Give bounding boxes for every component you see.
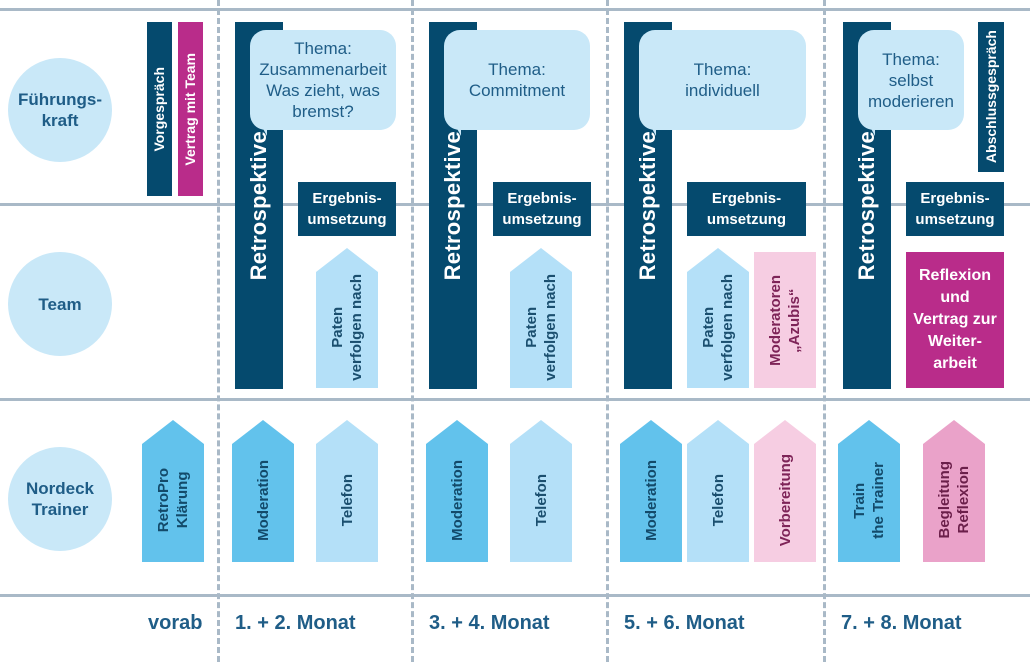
moderatoren-azubis-box: Moderatoren „Azubis“ (754, 252, 816, 388)
moderation-arrow-p2: Moderation (426, 420, 488, 562)
ergebnisumsetzung-box-p4: Ergebnis- umsetzung (906, 182, 1004, 236)
column-label-p3: 5. + 6. Monat (624, 612, 745, 634)
column-label-p1: 1. + 2. Monat (235, 612, 356, 634)
retrospektive-label-p1: Retrospektive (246, 130, 271, 281)
column-label-p4: 7. + 8. Monat (841, 612, 962, 634)
paten-label-p3: Paten verfolgen nach (700, 273, 736, 381)
abschlussgespraech-bar: Abschlussgespräch (978, 22, 1004, 172)
column-divider-3 (606, 0, 609, 662)
column-label-vorab: vorab (148, 612, 203, 634)
telefon-arrow-p2: Telefon (510, 420, 572, 562)
theme-bubble-p1: Thema: Zusammenarbeit Was zieht, was bre… (250, 30, 396, 130)
moderation-arrow-p1: Moderation (232, 420, 294, 562)
moderatoren-azubis-label: Moderatoren „Azubis“ (767, 274, 803, 366)
theme-bubble-p2: Thema: Commitment (444, 30, 590, 130)
telefon-arrow-p3: Telefon (687, 420, 749, 562)
vorgespraech-label: Vorgespräch (151, 66, 167, 152)
moderation-label-p1: Moderation (254, 459, 272, 541)
row-label-team: Team (8, 252, 112, 356)
retrospektive-label-p2: Retrospektive (440, 130, 465, 281)
row-label-fuehrungskraft: Führungs- kraft (8, 58, 112, 162)
theme-bubble-p4: Thema: selbst moderieren (858, 30, 964, 130)
moderation-label-p3: Moderation (642, 459, 660, 541)
telefon-label-p2: Telefon (532, 473, 550, 527)
column-divider-4 (823, 0, 826, 662)
column-label-p2: 3. + 4. Monat (429, 612, 550, 634)
vorgespraech-bar: Vorgespräch (147, 22, 172, 196)
vorbereitung-arrow: Vorbereitung (754, 420, 816, 562)
telefon-label-p3: Telefon (709, 473, 727, 527)
train-the-trainer-label: Train the Trainer (851, 461, 887, 539)
vorbereitung-label: Vorbereitung (776, 453, 794, 547)
row-label-trainer: Nordeck Trainer (8, 447, 112, 551)
retropro-arrow: RetroPro Klärung (142, 420, 204, 562)
row-divider-2 (0, 398, 1030, 401)
retrospektive-label-p4: Retrospektive (854, 130, 879, 281)
row-divider-3 (0, 594, 1030, 597)
vertrag-label: Vertrag mit Team (182, 52, 198, 166)
vertrag-bar: Vertrag mit Team (178, 22, 203, 196)
paten-label-p2: Paten verfolgen nach (523, 273, 559, 381)
paten-label-p1: Paten verfolgen nach (329, 273, 365, 381)
moderation-arrow-p3: Moderation (620, 420, 682, 562)
moderation-label-p2: Moderation (448, 459, 466, 541)
ergebnisumsetzung-box-p2: Ergebnis- umsetzung (493, 182, 591, 236)
telefon-arrow-p1: Telefon (316, 420, 378, 562)
row-divider-top (0, 8, 1030, 11)
paten-arrow-p1: Paten verfolgen nach (316, 248, 378, 388)
ergebnisumsetzung-box-p1: Ergebnis- umsetzung (298, 182, 396, 236)
begleitung-reflexion-label: Begleitung Reflexion (936, 461, 972, 539)
train-the-trainer-arrow: Train the Trainer (838, 420, 900, 562)
paten-arrow-p3: Paten verfolgen nach (687, 248, 749, 388)
abschlussgespraech-label: Abschlussgespräch (982, 30, 999, 164)
begleitung-reflexion-arrow: Begleitung Reflexion (923, 420, 985, 562)
column-divider-2 (411, 0, 414, 662)
retrospektive-label-p3: Retrospektive (635, 130, 660, 281)
theme-bubble-p3: Thema: individuell (639, 30, 806, 130)
ergebnisumsetzung-box-p3: Ergebnis- umsetzung (687, 182, 806, 236)
column-divider-1 (217, 0, 220, 662)
reflexion-vertrag-box: Reflexion und Vertrag zur Weiter- arbeit (906, 252, 1004, 388)
telefon-label-p1: Telefon (338, 473, 356, 527)
paten-arrow-p2: Paten verfolgen nach (510, 248, 572, 388)
retropro-label: RetroPro Klärung (155, 467, 191, 533)
